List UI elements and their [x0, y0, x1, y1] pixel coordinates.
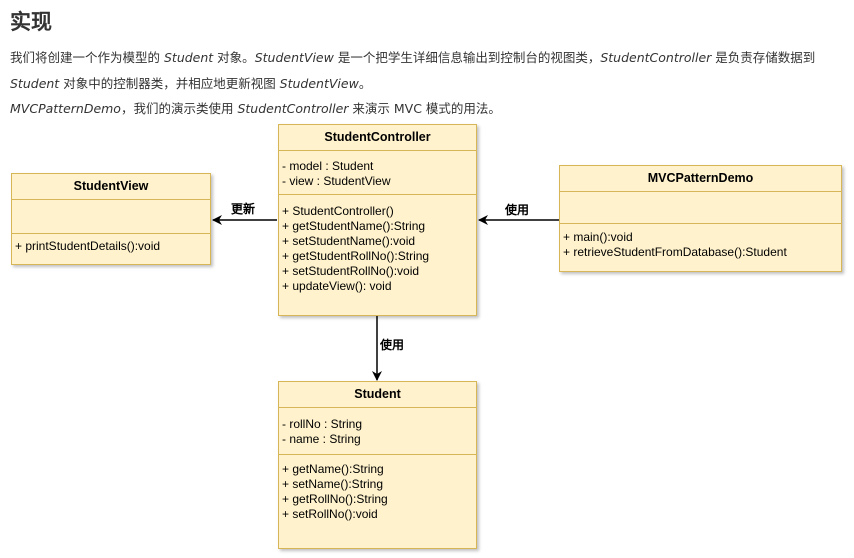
- method-item: + setName():String: [282, 477, 384, 491]
- text-segment: 对象中的控制器类，并相应地更新视图: [59, 76, 280, 91]
- attributes-section: [560, 192, 841, 224]
- class-student-controller: StudentController - model : Student- vie…: [278, 124, 477, 316]
- class-name: StudentView: [12, 174, 210, 200]
- class-reference: Student: [10, 76, 60, 91]
- class-reference: StudentView: [254, 50, 334, 65]
- text-segment: 。: [358, 76, 372, 91]
- attributes-section: - rollNo : String- name : String: [279, 408, 476, 455]
- class-reference: StudentController: [600, 50, 712, 65]
- methods-section: + getName():String+ setName():String+ ge…: [279, 455, 476, 525]
- methods-section: + main():void+ retrieveStudentFromDataba…: [560, 224, 841, 263]
- class-name: Student: [279, 382, 476, 408]
- text-segment: ，我们的演示类使用: [120, 101, 238, 116]
- method-item: + setStudentRollNo():void: [282, 264, 420, 278]
- class-reference: StudentController: [237, 101, 349, 116]
- text-segment: 是一个把学生详细信息输出到控制台的视图类，: [333, 50, 601, 65]
- class-mvc-pattern-demo: MVCPatternDemo + main():void+ retrieveSt…: [559, 165, 842, 272]
- class-name: StudentController: [279, 125, 476, 151]
- text-segment: 来演示 MVC 模式的用法。: [348, 101, 501, 116]
- method-item: + printStudentDetails():void: [15, 239, 161, 253]
- attribute-item: - model : Student: [282, 159, 374, 173]
- attribute-item: - view : StudentView: [282, 174, 391, 188]
- method-item: + getStudentRollNo():String: [282, 249, 430, 263]
- class-reference: MVCPatternDemo: [10, 101, 121, 116]
- attribute-item: - name : String: [282, 432, 361, 446]
- text-segment: 我们将创建一个作为模型的: [10, 50, 164, 65]
- methods-section: + StudentController()+ getStudentName():…: [279, 195, 476, 297]
- method-item: + retrieveStudentFromDatabase():Student: [563, 245, 787, 259]
- attributes-section: - model : Student- view : StudentView: [279, 151, 476, 195]
- method-item: + getRollNo():String: [282, 492, 388, 506]
- class-student: Student - rollNo : String- name : String…: [278, 381, 477, 549]
- class-reference: StudentView: [279, 76, 359, 91]
- class-reference: Student: [163, 50, 214, 65]
- class-name: MVCPatternDemo: [560, 166, 841, 192]
- method-item: + updateView(): void: [282, 279, 392, 293]
- method-item: + main():void: [563, 230, 633, 244]
- section-heading: 实现: [10, 10, 52, 34]
- label-controller-uses: 使用: [380, 338, 405, 352]
- method-item: + setRollNo():void: [282, 507, 378, 521]
- label-update: 更新: [231, 202, 256, 216]
- text-segment: 对象。: [213, 50, 255, 65]
- intro-paragraph: 我们将创建一个作为模型的 Student 对象。StudentView 是一个把…: [10, 45, 844, 97]
- demo-paragraph: MVCPatternDemo，我们的演示类使用 StudentControlle…: [10, 96, 844, 122]
- method-item: + getName():String: [282, 462, 384, 476]
- class-student-view: StudentView + printStudentDetails():void: [11, 173, 211, 265]
- attributes-section: [12, 200, 210, 234]
- attribute-item: - rollNo : String: [282, 417, 363, 431]
- label-demo-uses: 使用: [505, 203, 530, 217]
- method-item: + StudentController(): [282, 204, 394, 218]
- method-item: + setStudentName():void: [282, 234, 416, 248]
- method-item: + getStudentName():String: [282, 219, 426, 233]
- methods-section: + printStudentDetails():void: [12, 234, 210, 257]
- text-segment: 是负责存储数据到: [711, 50, 816, 65]
